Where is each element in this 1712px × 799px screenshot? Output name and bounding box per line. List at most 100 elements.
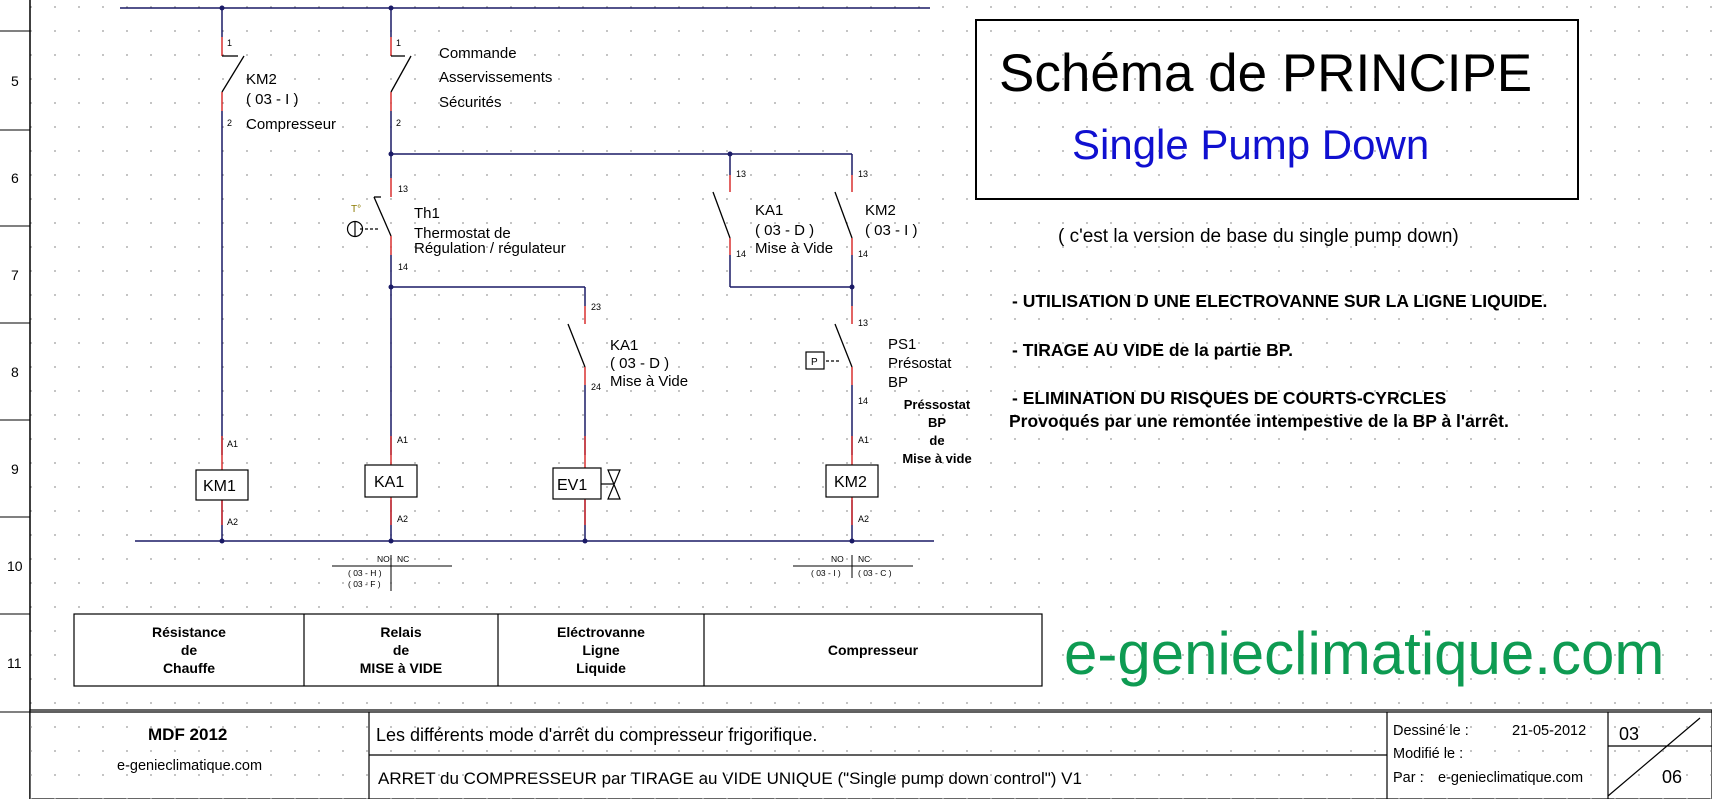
contact-ref-table-km2 xyxy=(793,555,913,578)
sub-title: Single Pump Down xyxy=(1072,121,1430,168)
junction-dots xyxy=(219,5,855,544)
ps1-name: PS1 xyxy=(888,336,916,353)
row-margin: 5 6 7 8 9 10 11 xyxy=(0,0,31,799)
note-2: - TIRAGE AU VIDE de la partie BP. xyxy=(1012,340,1294,360)
legend-solenoid: Eléctrovanne Ligne Liquide xyxy=(498,614,704,686)
ka1-terminal-a1: A1 xyxy=(397,435,408,445)
legend-compressor: Compresseur xyxy=(704,614,1042,686)
row-label-11: 11 xyxy=(7,655,22,671)
row-label-8: 8 xyxy=(11,364,19,380)
coil-ka1-label: KA1 xyxy=(374,474,404,491)
ka1-ref-r1: ( 03 - H ) xyxy=(348,568,382,578)
km2-terminal-2: 2 xyxy=(227,118,232,128)
row-label-9: 9 xyxy=(11,461,19,477)
command-line2: Asservissements xyxy=(439,69,552,86)
th1-terminal-14: 14 xyxy=(398,262,408,272)
pressure-icon-label: P xyxy=(811,357,818,368)
temperature-symbol: T° xyxy=(351,204,361,215)
ps1-line2: BP xyxy=(888,374,908,391)
th1-name: Th1 xyxy=(414,205,440,222)
legend-table xyxy=(73,613,1043,687)
thermostat-symbol xyxy=(346,220,364,238)
ps1-note-line4: Mise à vide xyxy=(902,451,971,466)
legend-solenoid-text: Eléctrovanne Ligne Liquide xyxy=(557,624,645,676)
contact-ref-table-ka1 xyxy=(332,555,452,591)
ka1b-ref: ( 03 - D ) xyxy=(610,355,669,372)
ps1-note-line3: de xyxy=(929,433,944,448)
note-4: Provoqués par une remontée intempestive … xyxy=(1009,411,1509,431)
version-note: ( c'est la version de base du single pum… xyxy=(1058,226,1459,247)
coil-ka1 xyxy=(364,464,418,498)
ka1a-terminal-13: 13 xyxy=(736,169,746,179)
row-label-5: 5 xyxy=(11,73,19,89)
row-label-6: 6 xyxy=(11,170,19,186)
command-line3: Sécurités xyxy=(439,94,502,111)
coil-ev1 xyxy=(552,467,602,500)
ka1a-name: KA1 xyxy=(755,202,783,219)
footer-dots xyxy=(30,712,1712,799)
th1-terminal-13: 13 xyxy=(398,184,408,194)
km2-ref-r2: ( 03 - C ) xyxy=(858,568,892,578)
modified-label: Modifié le : xyxy=(1393,746,1464,762)
coil-km2-label: KM2 xyxy=(834,474,867,491)
km2b-ref: ( 03 - I ) xyxy=(865,222,918,239)
command-terminal-2: 2 xyxy=(396,118,401,128)
footer-site: e-genieclimatique.com xyxy=(117,758,263,774)
main-title: Schéma de PRINCIPE xyxy=(999,44,1533,103)
ka1b-terminal-23: 23 xyxy=(591,302,601,312)
note-3: - ELIMINATION DU RISQUES DE COURTS-CYRCL… xyxy=(1012,388,1447,408)
ps1-line1: Présostat xyxy=(888,355,952,372)
km2b-terminal-13: 13 xyxy=(858,169,868,179)
th1-line1: Thermostat de xyxy=(414,225,511,242)
ka1a-ref: ( 03 - D ) xyxy=(755,222,814,239)
ka1-ref-r2: ( 03 - F ) xyxy=(348,579,381,589)
km2-ref-no: NO xyxy=(831,554,844,564)
coil-km1-label: KM1 xyxy=(203,478,236,495)
drawn-label: Dessiné le : xyxy=(1393,723,1469,739)
solenoid-valve-icon xyxy=(601,469,621,500)
legend-relay-text: Relais de MISE à VIDE xyxy=(359,624,443,676)
km2-contact-desc: Compresseur xyxy=(246,116,336,133)
ka1b-desc: Mise à Vide xyxy=(610,373,688,390)
coil-km1 xyxy=(195,469,249,501)
ps1-terminal-14: 14 xyxy=(858,396,868,406)
km2-contact-name: KM2 xyxy=(246,71,277,88)
contact-blades xyxy=(221,55,853,368)
th1-line2: Régulation / régulateur xyxy=(414,240,566,257)
km1-terminal-a2: A2 xyxy=(227,517,238,527)
km2b-name: KM2 xyxy=(865,202,896,219)
coil-km2 xyxy=(825,464,879,498)
footer-project: MDF 2012 xyxy=(148,725,228,744)
title-box: Schéma de PRINCIPE Single Pump Down xyxy=(975,19,1579,200)
km2-ref-nc: NC xyxy=(858,554,870,564)
ka1-ref-nc: NC xyxy=(397,554,409,564)
km2-terminal-a2: A2 xyxy=(858,514,869,524)
ka1-ref-no: NO xyxy=(377,554,390,564)
row-label-7: 7 xyxy=(11,267,19,283)
km2-terminal-a1: A1 xyxy=(858,435,869,445)
by-value: e-genieclimatique.com xyxy=(1438,770,1584,786)
km1-terminal-a1: A1 xyxy=(227,439,238,449)
ka1-terminal-a2: A2 xyxy=(397,514,408,524)
ps1-note-line1: Préssostat xyxy=(904,397,971,412)
ka1b-terminal-24: 24 xyxy=(591,382,601,392)
legend-heater: Résistance de Chauffe xyxy=(74,614,304,686)
command-line1: Commande xyxy=(439,45,517,62)
km2-contact-ref: ( 03 - I ) xyxy=(246,91,299,108)
km2-terminal-1: 1 xyxy=(227,38,232,48)
command-terminal-1: 1 xyxy=(396,38,401,48)
coil-ev1-label: EV1 xyxy=(557,477,587,494)
footer-description-1: Les différents mode d'arrêt du compresse… xyxy=(376,725,818,745)
km2-ref-r1: ( 03 - I ) xyxy=(811,568,841,578)
ka1b-name: KA1 xyxy=(610,337,638,354)
legend-relay: Relais de MISE à VIDE xyxy=(304,614,498,686)
ka1a-desc: Mise à Vide xyxy=(755,240,833,257)
pressure-icon xyxy=(805,351,825,370)
footer-description-2: ARRET du COMPRESSEUR par TIRAGE au VIDE … xyxy=(378,769,1082,788)
note-1: - UTILISATION D UNE ELECTROVANNE SUR LA … xyxy=(1012,291,1548,311)
by-label: Par : xyxy=(1393,770,1424,786)
sheet-total: 06 xyxy=(1662,767,1683,787)
ka1a-terminal-14: 14 xyxy=(736,249,746,259)
